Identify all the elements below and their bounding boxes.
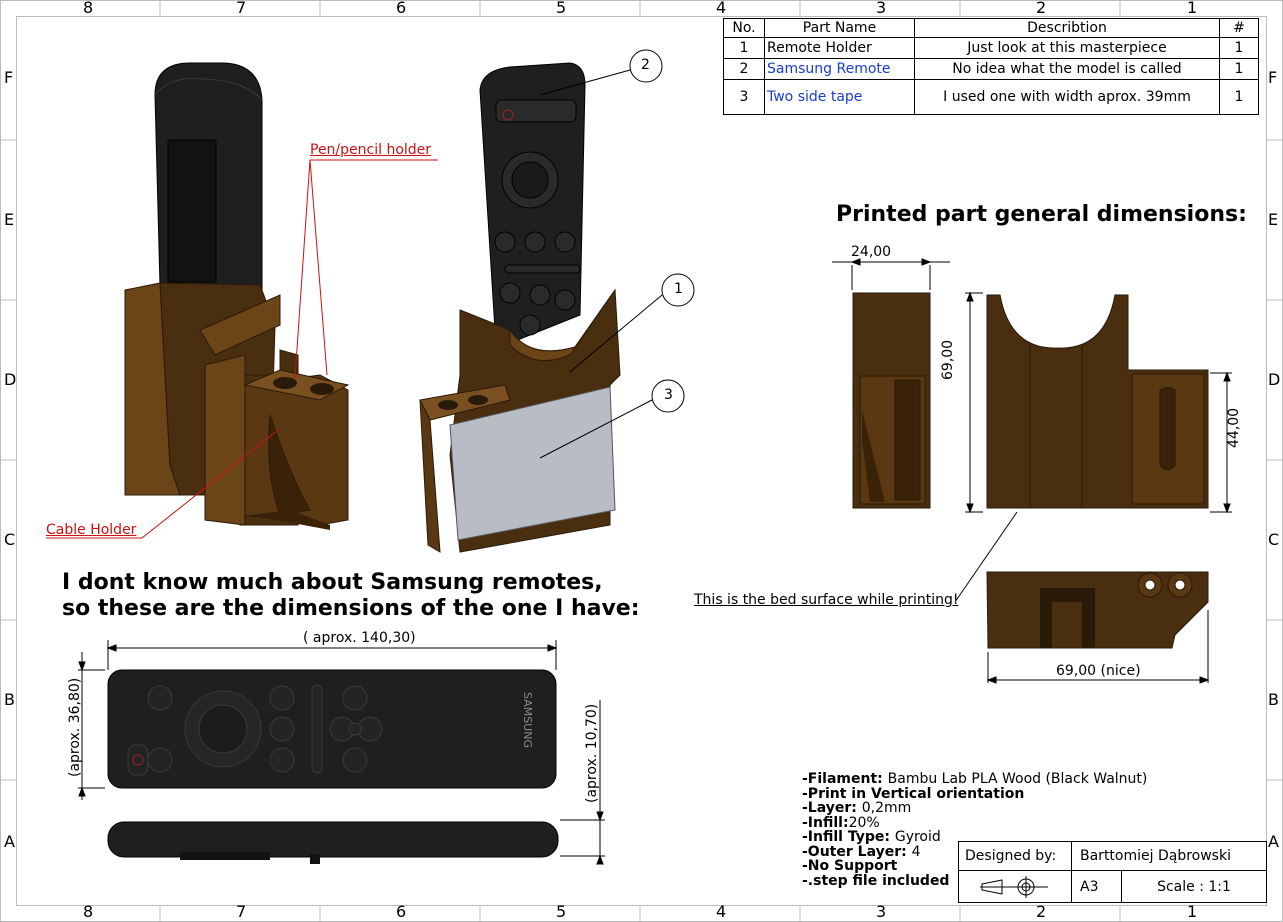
balloon-3 bbox=[651, 379, 685, 413]
third-angle-projection-icon bbox=[980, 875, 1048, 898]
zone-col-4: 4 bbox=[716, 0, 727, 17]
zone-row-d-right: D bbox=[1268, 370, 1281, 389]
print-specs-notes: -Filament: Bambu Lab PLA Wood (Black Wal… bbox=[802, 772, 1147, 888]
zone-col-2: 2 bbox=[1036, 0, 1047, 17]
isometric-view-holder-with-tape bbox=[419, 62, 621, 553]
bom-cell-no: 3 bbox=[723, 79, 765, 115]
dim-height-pen: 44,00 bbox=[1226, 407, 1242, 448]
bom-cell-desc: No idea what the model is called bbox=[914, 58, 1220, 80]
remote-heading-line-1: I dont know much about Samsung remotes, bbox=[62, 570, 603, 595]
balloon-2-leader bbox=[539, 69, 631, 96]
bom-cell-qty: 1 bbox=[1219, 79, 1259, 115]
spec-line: -Outer Layer: 4 bbox=[802, 843, 921, 860]
pen-leader-line-2 bbox=[309, 159, 328, 376]
balloon-3-leader bbox=[539, 399, 653, 459]
remote-length-label: ( aprox. 140,30) bbox=[303, 630, 416, 646]
zone-col-5: 5 bbox=[556, 0, 567, 17]
bom-cell-desc: I used one with width aprox. 39mm bbox=[914, 79, 1220, 115]
remote-dimension-views bbox=[78, 640, 605, 865]
balloon-2-label: 2 bbox=[641, 57, 650, 73]
balloon-2 bbox=[629, 49, 663, 83]
title-block-designed-by-label: Designed by: bbox=[958, 841, 1072, 871]
spec-line: -Infill:20% bbox=[802, 814, 880, 831]
balloon-3-label: 3 bbox=[664, 387, 673, 403]
balloon-1-label: 1 bbox=[674, 281, 683, 297]
zone-col-8: 8 bbox=[83, 0, 94, 17]
bom-header-row: No. Part Name Describtion # bbox=[723, 18, 1259, 38]
dim-height-total: 69,00 bbox=[940, 339, 956, 380]
zone-row-c: C bbox=[4, 530, 16, 549]
zone-col-3-bottom: 3 bbox=[876, 902, 887, 921]
zone-row-e-right: E bbox=[1268, 210, 1279, 229]
cable-leader-line bbox=[141, 429, 279, 539]
cable-holder-label: Cable Holder bbox=[46, 522, 137, 538]
zone-col-1: 1 bbox=[1187, 0, 1198, 17]
remote-heading-line-2: so these are the dimensions of the one I… bbox=[62, 596, 640, 621]
zone-row-f: F bbox=[4, 68, 14, 87]
bom-header-desc: Describtion bbox=[914, 18, 1220, 38]
remote-brand: SAMSUNG bbox=[521, 692, 534, 748]
zone-col-7: 7 bbox=[236, 0, 247, 17]
title-block-designer: Barttomiej Dąbrowski bbox=[1071, 841, 1267, 871]
zone-col-1-bottom: 1 bbox=[1187, 902, 1198, 921]
bom-table: No. Part Name Describtion # 1 Remote Hol… bbox=[723, 18, 1259, 115]
zone-col-2-bottom: 2 bbox=[1036, 902, 1047, 921]
zone-row-e: E bbox=[4, 210, 15, 229]
zone-col-8-bottom: 8 bbox=[83, 902, 94, 921]
balloon-1-leader bbox=[569, 294, 663, 373]
pen-leader-line-1 bbox=[294, 159, 311, 379]
printed-part-views bbox=[832, 258, 1232, 684]
title-block-scale: Scale : 1:1 bbox=[1121, 870, 1267, 903]
zone-row-a-right: A bbox=[1268, 832, 1279, 851]
zone-row-f-right: F bbox=[1268, 68, 1278, 87]
zone-col-4-bottom: 4 bbox=[716, 902, 727, 921]
bom-row: 3 Two side tape I used one with width ap… bbox=[723, 79, 1259, 115]
zone-row-b: B bbox=[4, 690, 15, 709]
remote-width-label: (aprox. 36,80) bbox=[67, 677, 83, 777]
title-block-size: A3 bbox=[1071, 870, 1122, 903]
bed-surface-note: This is the bed surface while printing! bbox=[694, 592, 959, 608]
remote-thickness-label: (aprox. 10,70) bbox=[584, 703, 600, 803]
spec-line: -No Support bbox=[802, 858, 898, 874]
spec-line: -Infill Type: Gyroid bbox=[802, 829, 941, 845]
projection-symbol bbox=[958, 870, 1072, 903]
balloon-1 bbox=[661, 273, 695, 307]
pen-holder-label: Pen/pencil holder bbox=[310, 142, 432, 158]
spec-line: -Filament: Bambu Lab PLA Wood (Black Wal… bbox=[802, 771, 1148, 787]
zone-col-6: 6 bbox=[396, 0, 407, 17]
bom-cell-part-link[interactable]: Two side tape bbox=[764, 79, 915, 115]
zone-col-7-bottom: 7 bbox=[236, 902, 247, 921]
dim-length-bottom: 69,00 (nice) bbox=[1056, 663, 1141, 679]
zone-col-3: 3 bbox=[876, 0, 887, 17]
dimensions-heading: Printed part general dimensions: bbox=[836, 202, 1247, 227]
zone-col-5-bottom: 5 bbox=[556, 902, 567, 921]
spec-line: -Layer: 0,2mm bbox=[802, 800, 912, 816]
isometric-view-holder-with-remote bbox=[124, 62, 350, 530]
bom-cell-part-link[interactable]: Samsung Remote bbox=[764, 58, 915, 80]
zone-row-d: D bbox=[4, 370, 17, 389]
zone-row-a: A bbox=[4, 832, 15, 851]
zone-col-6-bottom: 6 bbox=[396, 902, 407, 921]
zone-row-b-right: B bbox=[1268, 690, 1279, 709]
spec-line: -Print in Vertical orientation bbox=[802, 785, 1025, 802]
bom-row: 2 Samsung Remote No idea what the model … bbox=[723, 58, 1259, 80]
bom-header-part: Part Name bbox=[764, 18, 915, 38]
zone-row-c-right: C bbox=[1268, 530, 1280, 549]
dim-width-side: 24,00 bbox=[851, 244, 892, 260]
spec-line: -.step file included bbox=[802, 872, 950, 889]
